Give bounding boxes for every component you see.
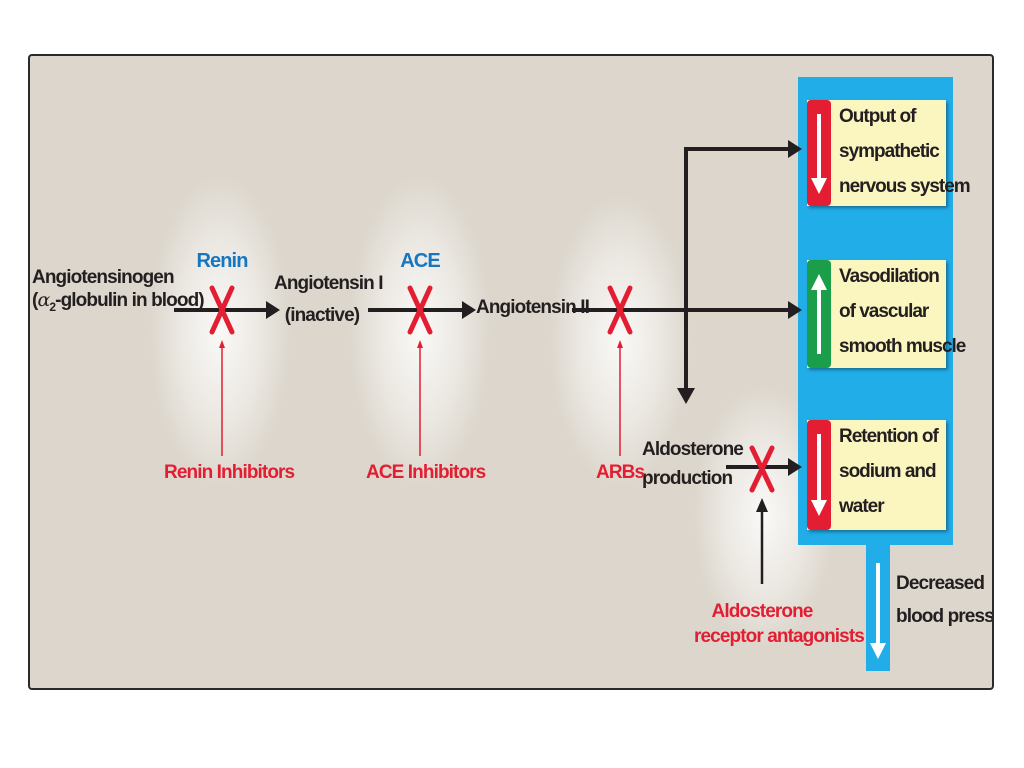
alpha-subscript: 2 — [49, 299, 56, 314]
effect-line: sodium and — [839, 461, 937, 482]
arrowhead — [617, 340, 623, 348]
angiotensin1-line1: Angiotensin I — [274, 273, 384, 294]
effect-line: of vascular — [839, 301, 929, 322]
renin-inhibitors-label: Renin Inhibitors — [164, 462, 295, 483]
effect-box-sympathetic: Output of sympathetic nervous system — [807, 100, 971, 206]
angiotensinogen-line2: (α2-globulin in blood) — [32, 289, 205, 319]
arb-block-x-icon — [607, 285, 633, 335]
arrowhead — [266, 301, 280, 319]
effect-indicator — [807, 100, 831, 206]
ace-enzyme-label: ACE — [400, 250, 440, 272]
angiotensin1-line2: (inactive) — [284, 305, 360, 326]
renin-block-x-icon — [209, 285, 235, 335]
effect-text: Output of sympathetic nervous system — [839, 105, 971, 198]
arrowhead — [756, 498, 768, 512]
angiotensinogen-label: Angiotensinogen (α2-globulin in blood) — [32, 266, 205, 319]
arrowhead — [788, 301, 802, 319]
effect-text: Retention of sodium and water — [839, 425, 939, 518]
aldosterone-block-x-icon — [749, 445, 775, 493]
angiotensinogen-line2-rest: -globulin in blood) — [55, 290, 204, 311]
arrowhead — [788, 140, 802, 158]
arrowhead — [219, 340, 225, 348]
outcome-line2: blood pressure — [896, 606, 994, 627]
ace-inhibitors-label: ACE Inhibitors — [366, 462, 486, 483]
arrowhead — [462, 301, 476, 319]
up-arrow-icon — [811, 274, 827, 354]
aldosterone-line2: production — [642, 468, 733, 489]
effect-box-retention: Retention of sodium and water — [807, 420, 946, 530]
arrowhead — [677, 388, 695, 404]
down-arrow-icon — [870, 563, 886, 659]
effect-line: Retention of — [839, 426, 939, 447]
pathway-arrows — [174, 140, 802, 584]
effect-line: water — [839, 496, 885, 517]
effect-line: sympathetic — [839, 141, 940, 162]
down-arrow-icon — [811, 434, 827, 516]
outcome-line1: Decreased — [896, 573, 985, 594]
diagram-panel: Angiotensinogen (α2-globulin in blood) R… — [28, 54, 994, 690]
effect-line: smooth muscle — [839, 336, 966, 357]
arrowhead — [788, 458, 802, 476]
renin-glow — [150, 176, 290, 486]
arrowhead — [417, 340, 423, 348]
alpha-symbol: α — [37, 289, 50, 311]
blood-pressure-stem — [866, 545, 890, 671]
effect-line: Output of — [839, 106, 916, 127]
effect-indicator — [807, 420, 831, 530]
angiotensin2-label: Angiotensin II — [476, 297, 590, 318]
angiotensinogen-line1: Angiotensinogen — [32, 267, 175, 288]
effect-line: nervous system — [839, 176, 971, 197]
paren-open: ( — [32, 290, 38, 311]
effect-box-vasodilation: Vasodilation of vascular smooth muscle — [807, 260, 966, 368]
aldosterone-antagonists-line1: Aldosterone — [711, 601, 814, 622]
decreased-blood-pressure-label: Decreased blood pressure — [896, 572, 992, 628]
aldosterone-line1: Aldosterone — [642, 439, 744, 460]
effect-line: Vasodilation — [839, 266, 940, 287]
ace-block-x-icon — [407, 285, 433, 335]
effect-indicator — [807, 260, 831, 368]
aldosterone-antagonists-label: Aldosterone receptor antagonists — [694, 600, 865, 648]
arbs-label: ARBs — [596, 462, 645, 483]
renin-enzyme-label: Renin — [196, 250, 248, 272]
aldosterone-production-label: Aldosterone production — [642, 438, 744, 490]
aldosterone-antagonists-line2: receptor antagonists — [694, 626, 865, 647]
effect-text: Vasodilation of vascular smooth muscle — [839, 265, 966, 358]
down-arrow-icon — [811, 114, 827, 194]
angiotensin1-label: Angiotensin I (inactive) — [274, 272, 384, 327]
